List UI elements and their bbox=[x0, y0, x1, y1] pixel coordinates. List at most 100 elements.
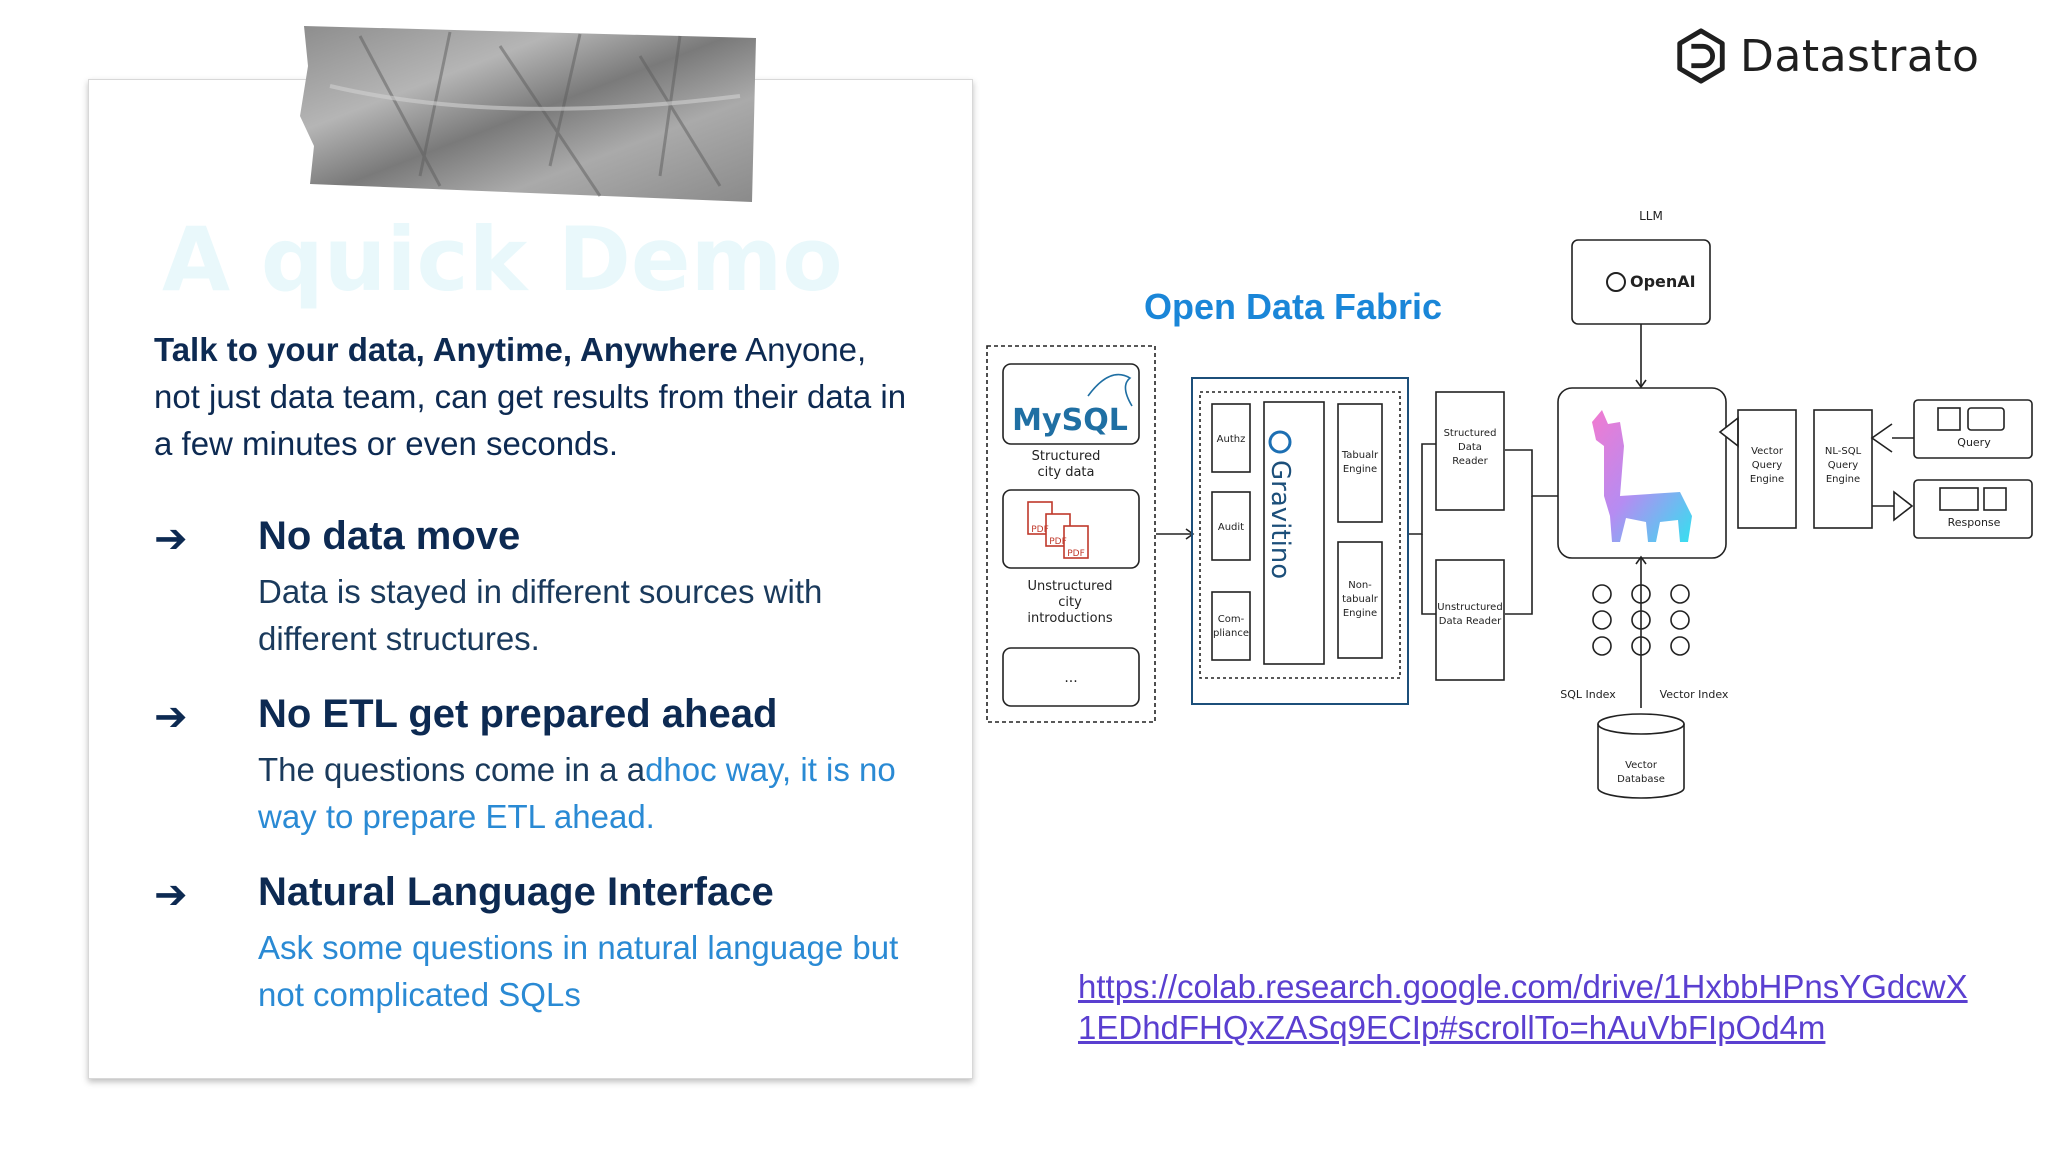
arrowhead-hollow bbox=[1718, 416, 1739, 448]
sql-index-nodes bbox=[1592, 584, 1612, 656]
gravitino-group bbox=[1191, 377, 1409, 705]
more-sources-label: ... bbox=[1064, 670, 1077, 686]
bullet-desc-part-2: dhoc way, it is no way to prepare ETL ah… bbox=[258, 751, 896, 835]
openai-label: OpenAI bbox=[1630, 272, 1696, 291]
mysql-logo: MySQL bbox=[1012, 403, 1128, 438]
ghost-title: A quick Demo bbox=[162, 208, 843, 311]
brand-logo: Datastrato bbox=[1672, 24, 1979, 88]
unstructured-source-line-3: introductions bbox=[1027, 611, 1113, 626]
pdf-icons: PDF PDF PDF bbox=[1027, 501, 1089, 559]
non-tabular-engine-line-2: tabualr bbox=[1342, 594, 1379, 605]
tape-decoration bbox=[300, 26, 756, 202]
arrow-icon: ➔ bbox=[154, 695, 188, 739]
audit-box bbox=[1211, 491, 1251, 561]
compliance-label-1: Com- bbox=[1218, 614, 1245, 625]
datastrato-logo-icon bbox=[1677, 28, 1725, 84]
response-box bbox=[1913, 479, 2033, 539]
bullet-desc-part-1: The questions come in a a bbox=[258, 751, 646, 788]
bullet-title: No data move bbox=[258, 514, 521, 558]
structured-reader-line-2: Data bbox=[1458, 442, 1482, 453]
arrowhead bbox=[1635, 555, 1647, 565]
intro-bold: Talk to your data, Anytime, Anywhere bbox=[154, 331, 738, 368]
sql-index-label: SQL Index bbox=[1560, 688, 1616, 701]
arrow-query-in bbox=[1870, 423, 1893, 453]
llm-label: LLM bbox=[1639, 209, 1663, 223]
audit-label: Audit bbox=[1218, 522, 1244, 533]
vector-index-nodes bbox=[1631, 584, 1690, 656]
dolphin-icon bbox=[1087, 373, 1133, 407]
arrow-to-unstructured-reader bbox=[1421, 534, 1436, 615]
non-tabular-engine-box bbox=[1337, 541, 1383, 659]
vector-query-engine-line-3: Engine bbox=[1750, 474, 1784, 485]
architecture-diagram: MySQL Structured city data PDF PDF PDF U… bbox=[986, 209, 2033, 799]
tabular-engine-box bbox=[1337, 403, 1383, 523]
vector-query-engine-line-2: Query bbox=[1752, 460, 1782, 471]
authz-label: Authz bbox=[1217, 434, 1246, 445]
ai-icon bbox=[1983, 487, 2007, 511]
bullet-desc: Data is stayed in different sources with… bbox=[258, 573, 823, 657]
arrow-to-structured-reader bbox=[1409, 443, 1436, 535]
llama-index-box bbox=[1557, 387, 1727, 559]
gravitino-inner bbox=[1199, 391, 1401, 679]
openai-icon bbox=[1606, 272, 1626, 292]
mysql-box bbox=[1002, 363, 1140, 445]
brand-name: Datastrato bbox=[1740, 30, 1980, 82]
diagram-title: Open Data Fabric bbox=[1144, 286, 1443, 327]
unstructured-source-line-1: Unstructured bbox=[1027, 579, 1112, 594]
bullet-desc: The questions come in a adhoc way, it is… bbox=[258, 746, 908, 840]
unstructured-source-line-2: city bbox=[1058, 595, 1082, 610]
structured-source-line-2: city data bbox=[1038, 465, 1095, 480]
query-label: Query bbox=[1957, 436, 1991, 449]
bullet-title: No ETL get prepared ahead bbox=[258, 692, 778, 736]
gravitino-wordmark: Gravitino bbox=[1265, 430, 1295, 579]
vector-db-line-2: Database bbox=[1617, 774, 1665, 785]
arrow-unstructured-to-llama bbox=[1505, 496, 1533, 615]
structured-reader-line-1: Structured bbox=[1444, 428, 1497, 439]
compliance-label-2: pliance bbox=[1213, 628, 1249, 639]
sources-group bbox=[986, 345, 1156, 723]
structured-reader-box bbox=[1435, 391, 1505, 511]
bullet-desc: Ask some questions in natural language b… bbox=[258, 929, 899, 1013]
intro-rest: Anyone, not just data team, can get resu… bbox=[154, 331, 907, 462]
vector-db-top bbox=[1597, 713, 1685, 735]
vector-query-engine-box bbox=[1737, 409, 1797, 529]
tabular-engine-line-1: Tabualr bbox=[1341, 450, 1379, 461]
intro-text: Talk to your data, Anytime, Anywhere Any… bbox=[154, 326, 914, 467]
bullet-title: Natural Language Interface bbox=[258, 870, 774, 914]
chat-icon bbox=[1967, 407, 2005, 431]
arrowhead bbox=[1635, 379, 1647, 389]
response-label: Response bbox=[1948, 516, 2001, 529]
structured-source-line-1: Structured bbox=[1032, 449, 1101, 464]
nl-sql-query-engine-line-1: NL-SQL bbox=[1825, 446, 1862, 457]
pdf-label: PDF bbox=[1067, 549, 1085, 559]
vector-db-line-1: Vector bbox=[1625, 760, 1658, 771]
arrow-structured-to-llama bbox=[1505, 449, 1558, 497]
unstructured-reader-box bbox=[1435, 559, 1505, 681]
compliance-box bbox=[1211, 591, 1251, 661]
user-icon bbox=[1937, 407, 1961, 431]
llama-icon bbox=[1592, 410, 1692, 542]
colab-link[interactable]: https://colab.research.google.com/drive/… bbox=[1078, 968, 1968, 1046]
arrow-icon: ➔ bbox=[154, 873, 188, 917]
arrow-icon: ➔ bbox=[154, 517, 188, 561]
arrow-response-out bbox=[1893, 490, 1914, 522]
query-box bbox=[1913, 399, 2033, 459]
structured-reader-line-3: Reader bbox=[1452, 456, 1488, 467]
pdf-box bbox=[1002, 489, 1140, 569]
demo-card bbox=[88, 79, 973, 1079]
authz-box bbox=[1211, 403, 1251, 473]
nl-sql-query-engine-line-2: Query bbox=[1828, 460, 1858, 471]
unstructured-reader-line-2: Data Reader bbox=[1439, 616, 1502, 627]
unstructured-reader-line-1: Unstructured bbox=[1437, 602, 1502, 613]
vector-db-body bbox=[1597, 724, 1685, 799]
nl-sql-query-engine-line-3: Engine bbox=[1826, 474, 1860, 485]
gravitino-box bbox=[1263, 401, 1325, 665]
vector-query-engine-line-1: Vector bbox=[1751, 446, 1784, 457]
gravitino-label: Gravitino bbox=[1265, 460, 1295, 579]
pdf-label: PDF bbox=[1049, 537, 1067, 547]
nl-sql-query-engine-box bbox=[1813, 409, 1873, 529]
tabular-engine-line-2: Engine bbox=[1343, 464, 1377, 475]
more-sources-box bbox=[1002, 647, 1140, 707]
non-tabular-engine-line-3: Engine bbox=[1343, 608, 1377, 619]
vector-index-label: Vector Index bbox=[1660, 688, 1729, 701]
